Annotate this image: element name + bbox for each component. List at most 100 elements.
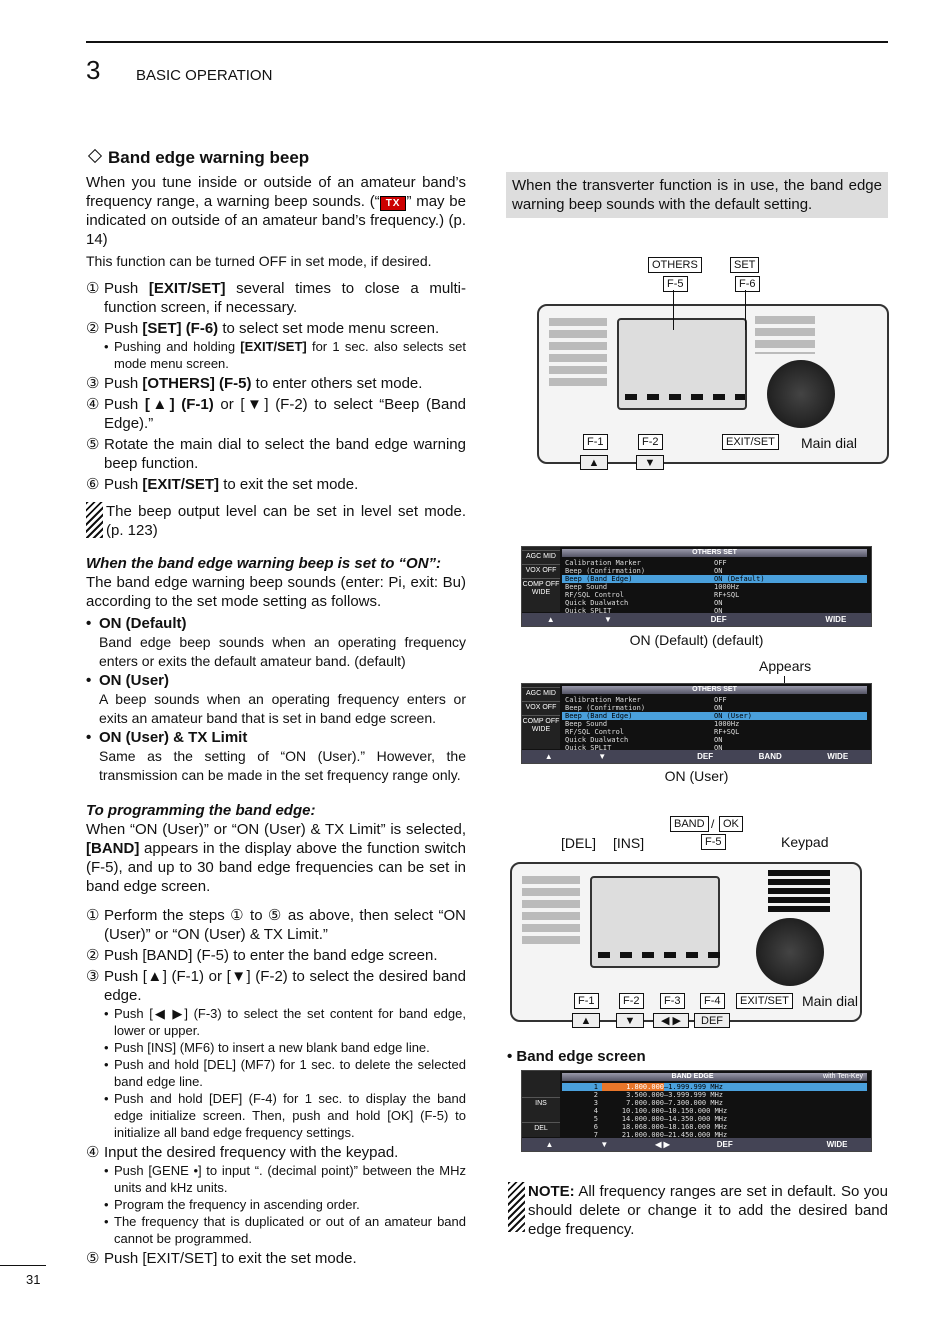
prog-sub-item: •Push and hold [DEF] (F-4) for 1 sec. to…: [86, 1090, 466, 1141]
menu-item-label: Beep (Confirmation): [565, 567, 646, 575]
f1-label-2: F-1: [574, 993, 599, 1009]
menu-item-label: Quick Dualwatch: [565, 599, 629, 607]
screen-title: OTHERS SET: [562, 549, 867, 557]
bullet: •: [104, 1091, 109, 1106]
bullet-item: •ON (Default): [86, 614, 466, 633]
ok-key-label: OK: [719, 816, 743, 832]
band-index: 7: [593, 1131, 598, 1139]
band-dash: –: [664, 1123, 669, 1131]
exit-set-label: EXIT/SET: [722, 434, 779, 450]
step-text: Push [EXIT/SET] to exit the set mode.: [104, 1250, 357, 1267]
bullet-desc: A beep sounds when an operating frequenc…: [99, 691, 466, 726]
sub-text: Program the frequency in ascending order…: [114, 1197, 360, 1212]
band-upper: 10.150.000 MHz: [668, 1107, 728, 1115]
bullet: •: [104, 1163, 109, 1178]
band-upper: 18.168.000 MHz: [668, 1123, 728, 1131]
sub-text: Pushing and holding [EXIT/SET] for 1 sec…: [114, 339, 466, 371]
step-text: Push [EXIT/SET] several times to close a…: [104, 280, 467, 316]
chapter-number: 3: [86, 55, 101, 85]
main-dial-icon: [767, 360, 835, 428]
main-dial-icon: [756, 918, 824, 986]
bullet: •: [86, 729, 92, 746]
bullet-title: ON (User) & TX Limit: [99, 729, 248, 746]
bullet: •: [104, 1006, 109, 1021]
prog-heading: To programming the band edge:: [86, 802, 316, 819]
step-text: Push [EXIT/SET] to exit the set mode.: [104, 476, 359, 493]
bullet: •: [86, 615, 92, 632]
step-text: Perform the steps ① to ⑤ as above, then …: [104, 907, 466, 943]
chapter-title: BASIC OPERATION: [136, 67, 273, 84]
step-text: Input the desired frequency with the key…: [104, 1144, 399, 1161]
menu-row: Beep (Confirmation) ON: [562, 567, 867, 575]
header-rule: [86, 41, 888, 43]
others-key-label: OTHERS: [648, 257, 702, 273]
step-number: ⑤: [86, 436, 100, 453]
band-dash: –: [664, 1131, 669, 1139]
band-lower: 3.500.000: [626, 1091, 664, 1099]
menu-item-value: 1000Hz: [714, 720, 740, 728]
band-index: 1: [593, 1083, 598, 1091]
band-dash: –: [664, 1115, 669, 1123]
menu-item-value: ON (User): [714, 712, 752, 720]
menu-item-label: Quick SPLIT: [565, 607, 612, 615]
bottom-note: NOTE: All frequency ranges are set in de…: [508, 1182, 888, 1239]
intro-off-text: This function can be turned OFF in set m…: [86, 253, 432, 269]
step-text: Push [SET] (F-6) to select set mode menu…: [104, 320, 440, 337]
menu-item-value: RF+SQL: [714, 591, 740, 599]
band-lower: 14.000.000: [621, 1115, 664, 1123]
bullet: •: [104, 1214, 109, 1229]
step-sub-note: •Pushing and holding [EXIT/SET] for 1 se…: [86, 338, 466, 372]
transverter-info-box: When the transverter function is in use,…: [506, 172, 888, 218]
sub-text: Push [INS] (MF6) to insert a new blank b…: [114, 1040, 430, 1055]
step-number: ②: [86, 947, 100, 964]
sub-key: [EXIT/SET]: [240, 339, 307, 354]
band-lower: 7.000.000: [626, 1099, 664, 1107]
menu-item-label: Beep Sound: [565, 720, 608, 728]
prog-text: When “ON (User)” or “ON (User) & TX Limi…: [86, 821, 466, 895]
bullet-item: •ON (User): [86, 671, 466, 690]
band-lower: 10.100.000: [621, 1107, 664, 1115]
step-number: ②: [86, 320, 100, 337]
f1-label: F-1: [583, 434, 608, 450]
menu-item-value: ON: [714, 567, 723, 575]
bullet: •: [86, 672, 92, 689]
on-heading: When the band edge warning beep is set t…: [86, 555, 442, 572]
appears-label: Appears: [759, 658, 812, 674]
menu-item-value: ON (Default): [714, 575, 765, 583]
bullet: •: [104, 1057, 109, 1072]
prog-sub-item: • Push [INS] (MF6) to insert a new blank …: [86, 1039, 466, 1056]
step-number: ①: [86, 280, 100, 297]
keypad-label: Keypad: [781, 834, 829, 850]
band-dash: –: [664, 1099, 669, 1107]
step-text: Push [▲] (F-1) or [▼] (F-2) to select th…: [104, 968, 466, 1004]
band-upper: 3.999.999 MHz: [668, 1091, 724, 1099]
bullet: •: [104, 1040, 109, 1055]
band-dash: –: [664, 1091, 669, 1099]
step-text: Rotate the main dial to select the band …: [104, 436, 466, 472]
band-index: 6: [593, 1123, 598, 1131]
on-bullets: •ON (Default)Band edge beep sounds when …: [86, 614, 466, 785]
up-button-icon: ▲: [580, 455, 608, 470]
band-dash: –: [664, 1107, 669, 1115]
band-upper: 7.300.000 MHz: [668, 1099, 724, 1107]
caption-default: ON (Default) (default): [629, 632, 764, 648]
